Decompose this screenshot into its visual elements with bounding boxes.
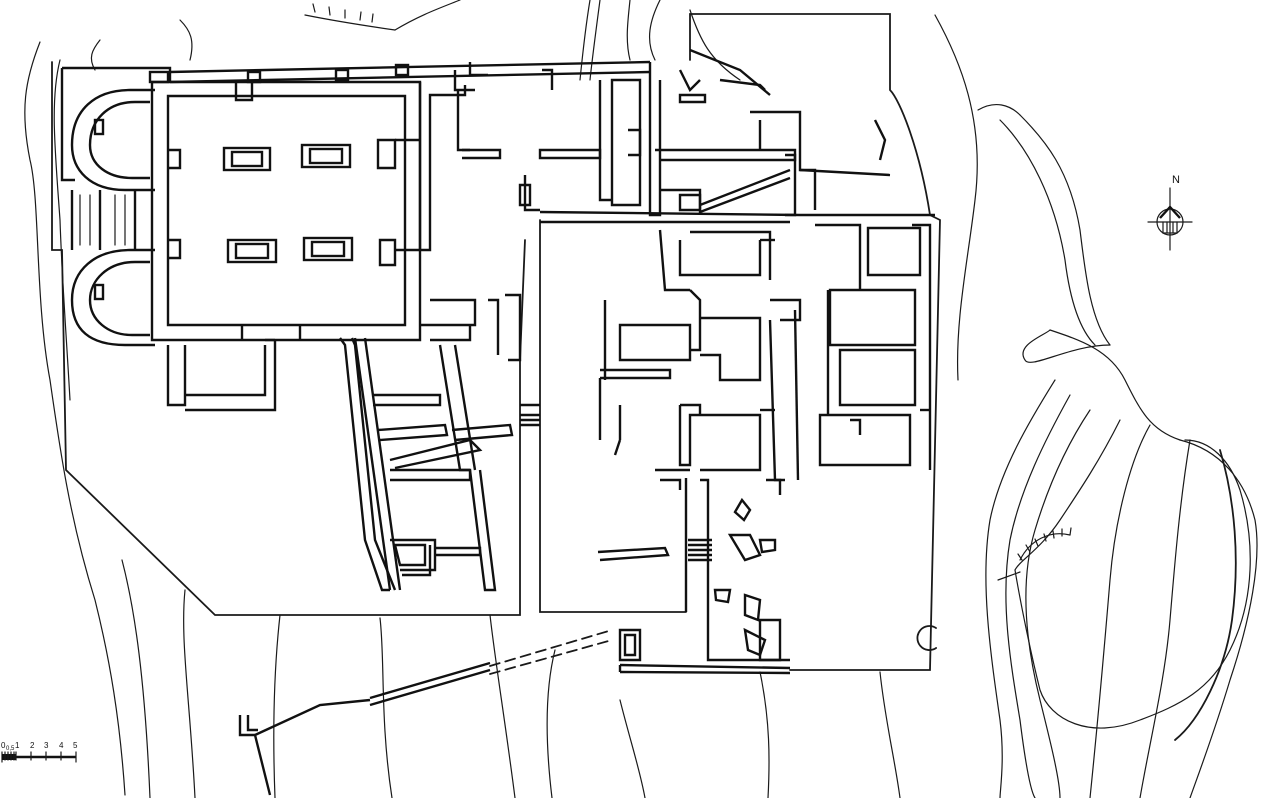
scale-tick-2: 2: [30, 741, 35, 750]
scale-tick-3: 3: [44, 741, 49, 750]
scale-bar: 0 0,5 1 2 3 4 5: [1, 741, 78, 763]
scale-tick-5: 5: [73, 741, 78, 750]
church-building: [60, 66, 422, 412]
access-ramp: [238, 629, 613, 796]
scale-tick-1: 1: [15, 741, 20, 750]
terrain-contours: [24, 0, 1258, 798]
north-label: N: [1172, 174, 1180, 186]
north-range: [169, 60, 651, 362]
central-block: [539, 62, 802, 675]
scale-tick-4: 4: [59, 741, 64, 750]
east-range: [678, 48, 935, 470]
scale-tick-0: 0: [1, 741, 6, 750]
south-west-rooms: [339, 337, 540, 592]
scale-tick-0-5: 0,5: [6, 746, 15, 752]
site-boundary: [51, 13, 941, 671]
north-arrow: N: [1147, 174, 1193, 251]
